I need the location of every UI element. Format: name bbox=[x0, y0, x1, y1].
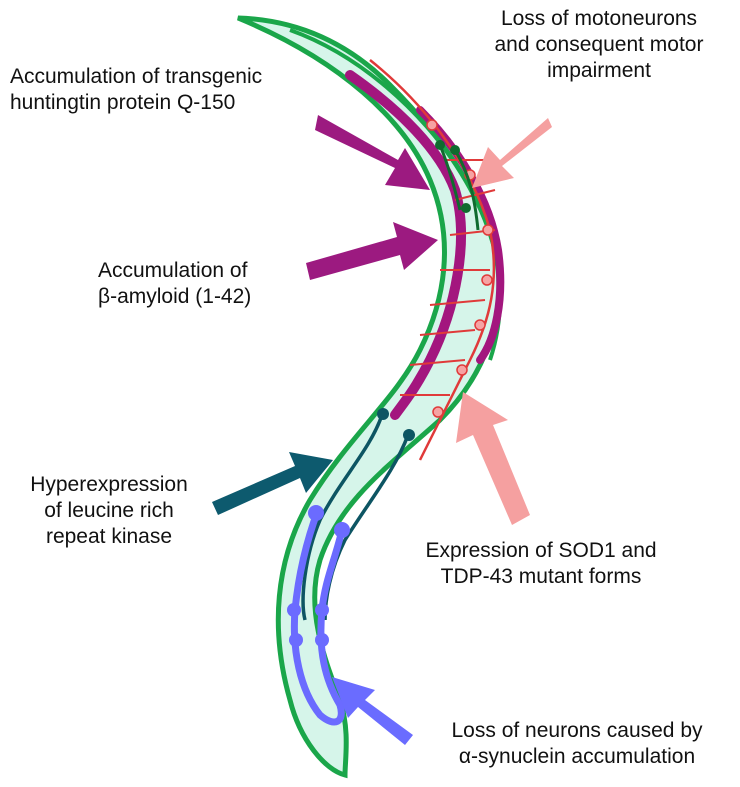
label-huntingtin-line1: Accumulation of transgenic bbox=[10, 65, 263, 88]
label-sod1-line2: TDP-43 mutant forms bbox=[440, 565, 642, 588]
arrow-sod1 bbox=[456, 392, 530, 525]
green-neuron-bodies bbox=[435, 140, 471, 213]
label-synuclein: Loss of neurons caused by α-synuclein ac… bbox=[418, 718, 736, 770]
arrow-amyloid bbox=[306, 222, 438, 280]
label-sod1-line1: Expression of SOD1 and bbox=[425, 539, 657, 562]
label-lrrk: Hyperexpression of leucine rich repeat k… bbox=[4, 472, 214, 550]
label-huntingtin: Accumulation of transgenic huntingtin pr… bbox=[10, 64, 310, 116]
label-synuclein-line1: Loss of neurons caused by bbox=[451, 719, 703, 742]
motor-neuron-commissures bbox=[400, 159, 496, 396]
worm-body bbox=[237, 15, 502, 779]
label-motoneurons-line1: Loss of motoneurons bbox=[500, 7, 698, 30]
blue-neuron-bodies bbox=[287, 505, 350, 647]
label-huntingtin-line2: huntingtin protein Q-150 bbox=[10, 91, 236, 114]
arrow-motoneurons bbox=[472, 118, 552, 188]
label-amyloid-line2: β-amyloid (1-42) bbox=[98, 285, 252, 308]
label-lrrk-line1: Hyperexpression bbox=[30, 473, 188, 496]
label-lrrk-line3: repeat kinase bbox=[45, 525, 173, 548]
teal-neuron-bodies bbox=[377, 408, 415, 441]
arrow-synuclein bbox=[332, 677, 413, 745]
blue-neurons bbox=[290, 506, 346, 726]
arrow-huntingtin bbox=[315, 115, 430, 190]
label-motoneurons-line2: and consequent motor bbox=[494, 33, 704, 56]
arrow-lrrk bbox=[212, 452, 333, 515]
label-synuclein-line2: α-synuclein accumulation bbox=[458, 745, 696, 768]
label-amyloid: Accumulation of β-amyloid (1-42) bbox=[98, 258, 298, 310]
label-motoneurons-line3: impairment bbox=[547, 59, 651, 82]
label-lrrk-line2: of leucine rich bbox=[44, 499, 174, 522]
label-motoneurons: Loss of motoneurons and consequent motor… bbox=[468, 6, 730, 84]
label-amyloid-line1: Accumulation of bbox=[98, 259, 248, 282]
label-sod1: Expression of SOD1 and TDP-43 mutant for… bbox=[396, 538, 686, 590]
muscle-band-dorsal bbox=[345, 70, 466, 420]
green-neurons bbox=[438, 144, 480, 231]
